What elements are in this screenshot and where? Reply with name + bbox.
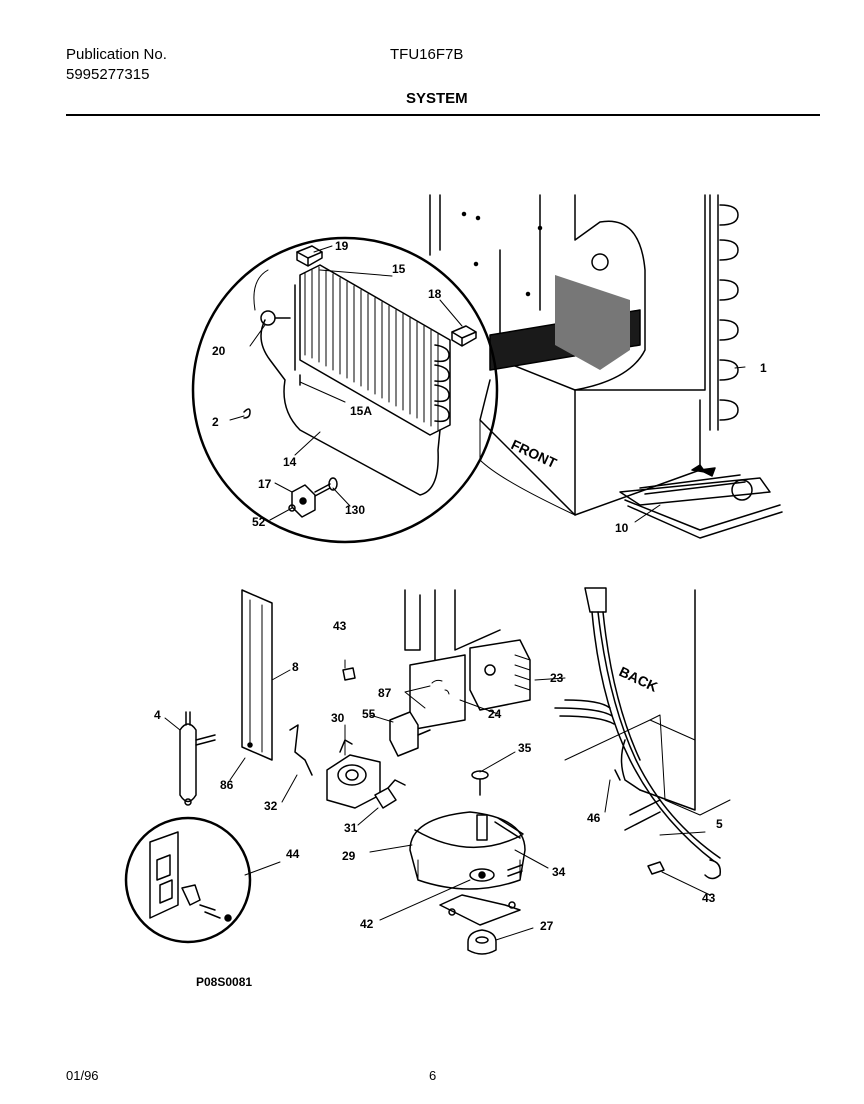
- callout-19: 19: [335, 239, 349, 253]
- callout-44: 44: [286, 847, 300, 861]
- footer-date: 01/96: [66, 1068, 99, 1083]
- callout-18: 18: [428, 287, 442, 301]
- callout-55: 55: [362, 707, 376, 721]
- callout-23: 23: [550, 671, 564, 685]
- overload-30: [326, 739, 381, 809]
- section-title: SYSTEM: [406, 90, 468, 107]
- publication-label: Publication No.: [66, 46, 167, 63]
- callout-29: 29: [342, 849, 356, 863]
- model-number: TFU16F7B: [390, 46, 464, 63]
- callout-14: 14: [283, 455, 297, 469]
- callout-34: 34: [552, 865, 566, 879]
- callout-15: 15: [392, 262, 406, 276]
- floor-coil: [619, 464, 783, 539]
- callout-15a: 15A: [350, 404, 372, 418]
- callout-52: 52: [252, 515, 266, 529]
- evaporator: [294, 264, 451, 436]
- rear-panel: [404, 589, 731, 816]
- callout-46: 46: [587, 811, 601, 825]
- callout-8: 8: [292, 660, 299, 674]
- compressor-29: [409, 770, 526, 955]
- callout-30: 30: [331, 711, 345, 725]
- callout-130: 130: [345, 503, 365, 517]
- callout-20: 20: [212, 344, 226, 358]
- callout-1: 1: [760, 361, 767, 375]
- callout-87: 87: [378, 686, 392, 700]
- callout-42: 42: [360, 917, 374, 931]
- drier: [179, 711, 216, 806]
- publication-number: 5995277315: [66, 66, 150, 83]
- callout-43-bottom: 43: [702, 891, 716, 905]
- header-divider: [66, 114, 820, 116]
- figure-id: P08S0081: [196, 975, 252, 989]
- zoom-circle: [191, 236, 499, 544]
- callout-5: 5: [716, 817, 723, 831]
- condenser-coil: [709, 194, 739, 431]
- callout-86: 86: [220, 778, 234, 792]
- callout-17: 17: [258, 477, 272, 491]
- callout-32: 32: [264, 799, 278, 813]
- callout-2: 2: [212, 415, 219, 429]
- callout-24: 24: [488, 707, 502, 721]
- front-label: FRONT: [509, 436, 560, 471]
- relay-plate: [409, 654, 466, 731]
- heater-panel: [241, 589, 273, 761]
- outlet-detail: [124, 816, 252, 944]
- relay-23: [469, 639, 531, 711]
- callout-35: 35: [518, 741, 532, 755]
- callout-31: 31: [344, 821, 358, 835]
- footer-page-number: 6: [429, 1068, 437, 1083]
- callout-4: 4: [154, 708, 161, 722]
- back-label: BACK: [617, 663, 660, 695]
- callout-27: 27: [540, 919, 554, 933]
- callout-10: 10: [615, 521, 629, 535]
- callout-43-top: 43: [333, 619, 347, 633]
